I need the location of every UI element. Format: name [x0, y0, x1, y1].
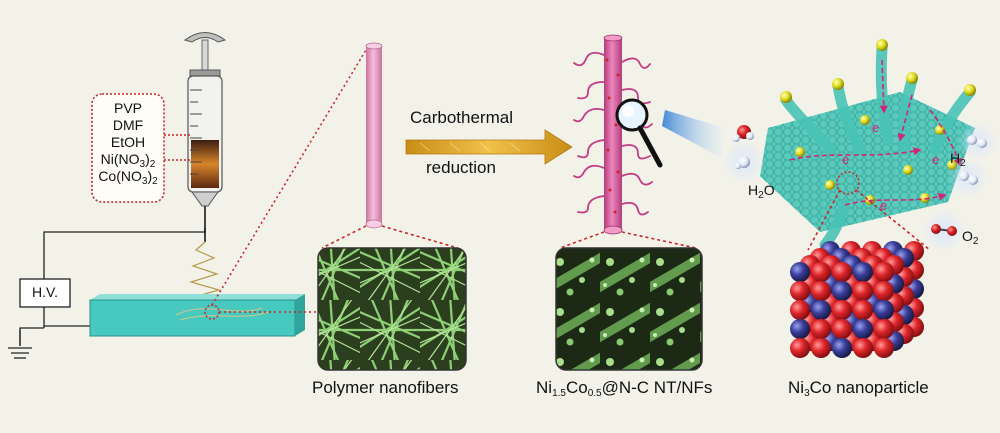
electron-label: e [842, 152, 850, 167]
carbothermal-arrow [405, 129, 573, 165]
hydrogen-molecules [948, 122, 998, 198]
nickel-atom [790, 281, 810, 301]
reagent-etoh: EtOH [110, 134, 146, 150]
nickel-atom [874, 319, 894, 339]
polymer-fiber [365, 42, 383, 229]
sem-polymer-image [317, 247, 467, 371]
oxygen-label: O2 [962, 228, 979, 247]
fiber-collector [89, 294, 305, 337]
process-label-line1: Carbothermal [410, 108, 513, 127]
zoom-lines-3 [559, 231, 697, 249]
zoom-lines-4 [807, 189, 931, 251]
nickel-atom [790, 338, 810, 358]
syringe [183, 32, 227, 242]
ni3co-lattice [790, 241, 924, 358]
nickel-atom [874, 262, 894, 282]
electron-label: e [880, 198, 888, 213]
hydrogen-label: H2 [950, 150, 966, 169]
zoom-lines-1 [211, 49, 367, 313]
magnifier-icon [615, 98, 725, 168]
cobalt-atom [853, 262, 873, 282]
cobalt-atom [853, 319, 873, 339]
electron-label: e [932, 152, 940, 167]
reagent-dmf: DMF [112, 117, 144, 133]
cobalt-atom [790, 262, 810, 282]
nickel-atom [853, 300, 873, 320]
nickel-atom [832, 319, 852, 339]
nickel-atom [811, 262, 831, 282]
caption-ni3co-nanoparticle: Ni3Co nanoparticle [788, 378, 929, 399]
process-label-line2: reduction [426, 158, 496, 177]
reagent-callout [91, 93, 190, 203]
oxygen-molecule [922, 208, 966, 252]
composite-fiber [573, 34, 653, 235]
nickel-atom [811, 281, 831, 301]
reagent-list: PVP DMF EtOH Ni(NO3)2 Co(NO3)2 [92, 100, 164, 187]
cobalt-atom [832, 281, 852, 301]
nickel-atom [874, 281, 894, 301]
caption-composite: Ni1.5Co0.5@N-C NT/NFs [536, 378, 713, 399]
nickel-atom [811, 338, 831, 358]
reagent-nickel-nitrate: Ni(NO3)2 [100, 151, 156, 170]
zoom-lines-2 [321, 225, 459, 249]
nickel-atom [853, 338, 873, 358]
cobalt-atom [790, 319, 810, 339]
zoom-circle [836, 171, 860, 195]
power-supply-label: H.V. [32, 284, 58, 300]
cobalt-atom [874, 300, 894, 320]
water-molecules [722, 125, 766, 184]
nickel-atom [832, 262, 852, 282]
nickel-atom [811, 319, 831, 339]
power-supply-box [19, 278, 71, 308]
nickel-atom [832, 300, 852, 320]
cobalt-atom [832, 338, 852, 358]
caption-polymer-nanofibers: Polymer nanofibers [312, 378, 459, 397]
water-label: H2O [748, 182, 775, 201]
spinning-jet [188, 241, 222, 303]
electron-label: e [872, 120, 880, 135]
nickel-atom [790, 300, 810, 320]
cobalt-atom [811, 300, 831, 320]
nickel-atom [853, 281, 873, 301]
nickel-atom [874, 338, 894, 358]
sem-composite-image [555, 247, 703, 371]
reagent-pvp: PVP [113, 100, 142, 116]
reagent-cobalt-nitrate: Co(NO3)2 [98, 168, 158, 187]
